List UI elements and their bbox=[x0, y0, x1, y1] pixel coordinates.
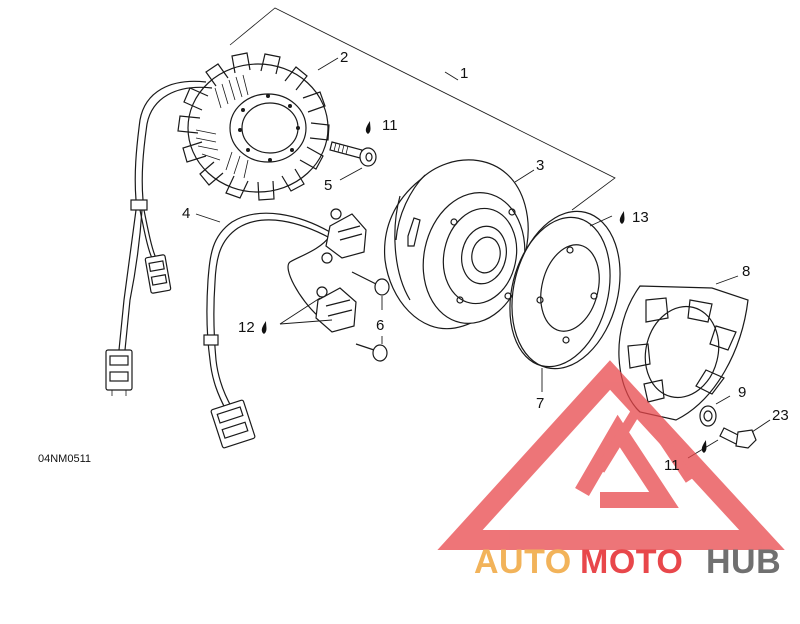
drop-icon bbox=[619, 211, 625, 224]
sprag-clutch-8 bbox=[618, 285, 749, 421]
group-bracket-1 bbox=[229, 7, 616, 211]
washer-9 bbox=[699, 405, 717, 427]
leader-23 bbox=[751, 419, 771, 433]
callout-13: 13 bbox=[632, 209, 649, 226]
callout-6: 6 bbox=[376, 317, 384, 334]
leader-1 bbox=[444, 71, 459, 81]
bolt-5 bbox=[329, 141, 377, 167]
rotor bbox=[383, 159, 529, 330]
trigger-coil-lower bbox=[315, 286, 357, 333]
leader-4 bbox=[195, 213, 221, 223]
callout-1: 1 bbox=[460, 65, 468, 82]
drop-icon bbox=[261, 321, 267, 334]
leader-2 bbox=[317, 57, 339, 71]
watermark-moto: MOTO bbox=[580, 543, 683, 581]
stator-connector-upper bbox=[144, 254, 172, 294]
callout-12: 12 bbox=[238, 319, 255, 336]
callout-4: 4 bbox=[182, 205, 190, 222]
reference-code: 04NM0511 bbox=[38, 453, 91, 465]
trigger-harness bbox=[203, 212, 331, 411]
stator bbox=[177, 52, 330, 201]
callout-7: 7 bbox=[536, 395, 544, 412]
trigger-connector bbox=[210, 399, 256, 449]
drop-icon bbox=[365, 121, 371, 134]
callout-11-top: 11 bbox=[382, 117, 398, 134]
leader-3 bbox=[514, 169, 535, 183]
screw-6-upper bbox=[351, 271, 390, 296]
leader-12a bbox=[279, 297, 321, 325]
drop-icon bbox=[701, 440, 707, 453]
ring-gear-7 bbox=[509, 210, 621, 370]
trigger-coil-upper bbox=[321, 208, 367, 264]
watermark-wordmark: AUTO MOTO HUB bbox=[474, 543, 781, 581]
watermark-auto: AUTO bbox=[474, 543, 572, 581]
leader-5 bbox=[339, 167, 363, 181]
callout-3: 3 bbox=[536, 157, 544, 174]
stator-harness bbox=[118, 80, 213, 351]
leader-13 bbox=[589, 215, 613, 227]
leader-12b bbox=[279, 319, 333, 325]
callout-8: 8 bbox=[742, 263, 750, 280]
stator-connector-lower bbox=[105, 349, 133, 396]
callout-2: 2 bbox=[340, 49, 348, 66]
leader-9 bbox=[715, 395, 731, 405]
screw-6-lower bbox=[355, 343, 388, 362]
watermark-logo bbox=[437, 360, 785, 550]
watermark-hub: HUB bbox=[706, 543, 781, 581]
leader-8 bbox=[715, 275, 739, 285]
callout-9: 9 bbox=[738, 384, 746, 401]
callout-23: 23 bbox=[772, 407, 789, 424]
bolt-23 bbox=[719, 427, 757, 449]
callout-5: 5 bbox=[324, 177, 332, 194]
callout-11-bottom: 11 bbox=[664, 457, 680, 474]
